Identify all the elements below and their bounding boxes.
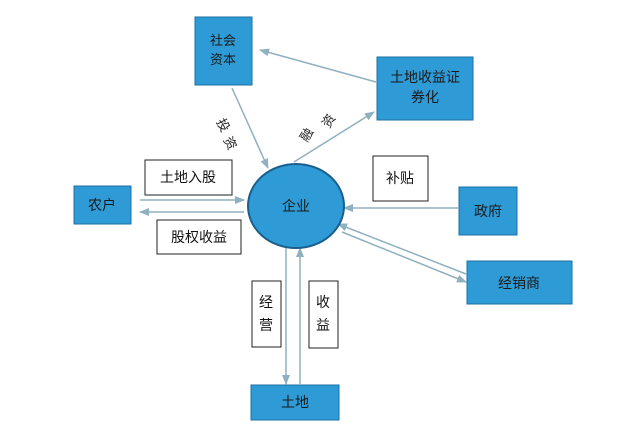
arrow-social-capital-to-enterprise <box>231 87 269 169</box>
node-farmer: 农户 <box>73 185 132 225</box>
edge-label-financing-char1: 融 <box>298 126 318 145</box>
label-equity-income-text: 股权收益 <box>171 230 227 246</box>
node-enterprise-ellipse <box>247 163 345 249</box>
node-distributor-box <box>466 260 573 305</box>
node-distributor-label: 经销商 <box>498 276 540 292</box>
label-operation-box <box>251 280 282 348</box>
node-enterprise-label: 企业 <box>282 198 310 215</box>
edge-label-financing-char2: 资 <box>320 112 340 131</box>
edge-label-invest: 投 资 <box>213 116 239 153</box>
label-operation: 经 营 <box>251 280 282 348</box>
node-social-capital-line2: 资本 <box>210 53 236 68</box>
arrow-distributor-to-enterprise <box>337 223 467 275</box>
label-subsidy: 补贴 <box>372 155 429 202</box>
label-land-share-text: 土地入股 <box>160 170 216 186</box>
node-distributor: 经销商 <box>466 260 573 305</box>
arrow-securitization-to-social-capital <box>259 48 377 83</box>
label-land-share-box <box>144 159 233 196</box>
label-revenue-char2: 益 <box>316 318 330 334</box>
arrows <box>139 48 467 385</box>
node-farmer-label: 农户 <box>88 197 116 214</box>
node-land: 土地 <box>250 384 340 421</box>
node-social-capital: 社会 资本 <box>194 16 253 86</box>
label-operation-char2: 营 <box>259 318 273 334</box>
label-subsidy-box <box>372 155 429 202</box>
label-equity-income: 股权收益 <box>156 219 242 255</box>
node-social-capital-box <box>194 16 253 86</box>
node-enterprise: 企业 <box>247 163 345 249</box>
label-revenue-char1: 收 <box>316 295 330 311</box>
node-land-income-securitization: 土地收益证 券化 <box>376 56 474 121</box>
node-social-capital-line1: 社会 <box>210 33 236 49</box>
node-land-label: 土地 <box>281 395 309 411</box>
label-subsidy-text: 补贴 <box>386 171 414 187</box>
edge-label-invest-char2: 资 <box>220 134 239 153</box>
arrow-enterprise-to-securitization <box>293 111 375 163</box>
node-farmer-box <box>73 185 132 225</box>
label-operation-char1: 经 <box>259 295 273 311</box>
node-securitization-line2: 券化 <box>411 90 439 106</box>
label-revenue-box <box>308 280 339 349</box>
node-securitization-box <box>376 56 474 121</box>
edge-label-financing: 融 资 <box>298 112 340 145</box>
arrow-enterprise-to-distributor <box>341 231 467 283</box>
node-land-box <box>250 384 340 421</box>
node-government: 政府 <box>458 186 518 236</box>
node-government-box <box>458 186 518 236</box>
label-revenue: 收 益 <box>308 280 339 349</box>
label-land-share: 土地入股 <box>144 159 233 196</box>
node-government-label: 政府 <box>474 204 502 220</box>
edge-label-invest-char1: 投 <box>213 116 233 135</box>
label-equity-income-box <box>156 219 242 255</box>
node-securitization-line1: 土地收益证 <box>390 70 460 86</box>
